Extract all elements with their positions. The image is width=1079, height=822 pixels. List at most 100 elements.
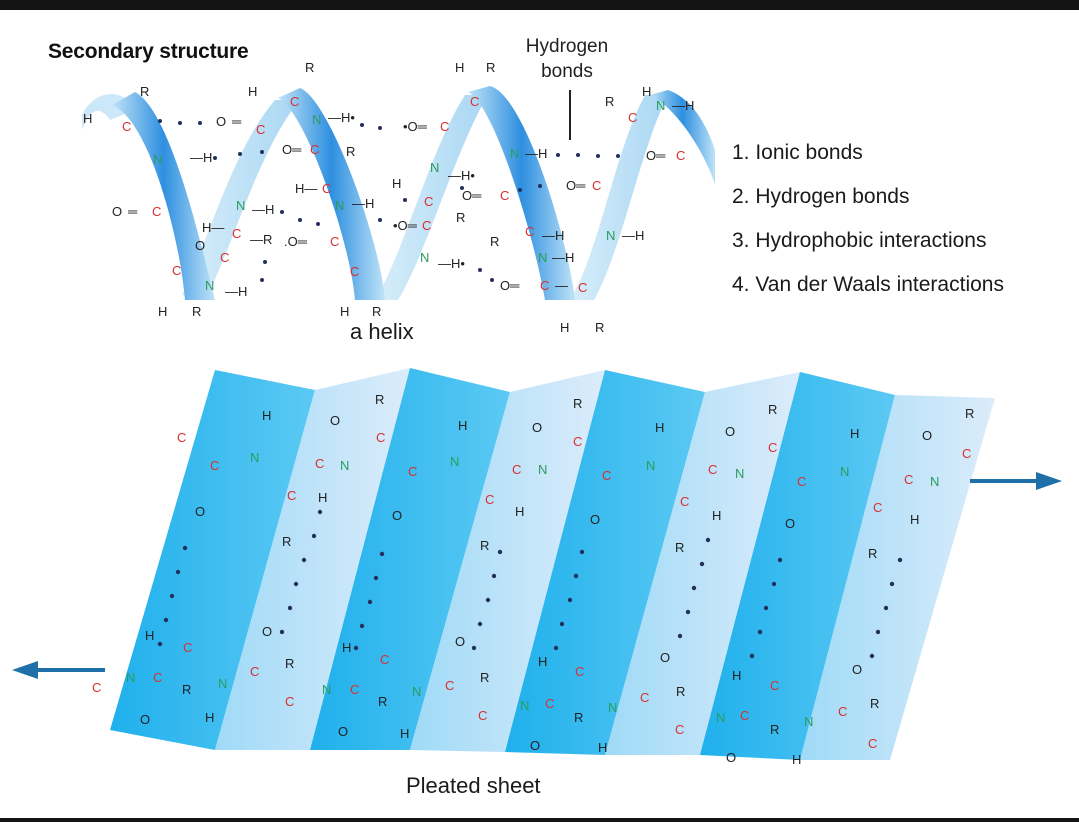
- svg-text:C: C: [122, 119, 131, 134]
- pleated-sheet-caption: Pleated sheet: [406, 773, 541, 798]
- svg-text:C: C: [868, 736, 877, 751]
- svg-text:—H: —H: [672, 98, 694, 113]
- svg-text:N: N: [646, 458, 655, 473]
- svg-text:H: H: [342, 640, 351, 655]
- svg-text:N: N: [126, 670, 135, 685]
- svg-text:R: R: [282, 534, 291, 549]
- sheet-hydrogen-bond-dots: [157, 509, 903, 659]
- svg-text:═: ═: [231, 114, 242, 129]
- legend-item: 2. Hydrogen bonds: [732, 185, 910, 208]
- svg-text:N: N: [656, 98, 665, 113]
- svg-text:H: H: [712, 508, 721, 523]
- svg-text:C: C: [708, 462, 717, 477]
- svg-text:N: N: [153, 152, 162, 167]
- legend-item: 4. Van der Waals interactions: [732, 273, 1004, 296]
- svg-text:H: H: [850, 426, 859, 441]
- svg-text:O: O: [195, 238, 205, 253]
- svg-text:H: H: [515, 504, 524, 519]
- svg-text:—H: —H: [622, 228, 644, 243]
- page-title: Secondary structure: [48, 40, 249, 63]
- svg-text:R: R: [868, 546, 877, 561]
- svg-text:R: R: [375, 392, 384, 407]
- hydrogen-bonds-label-line2: bonds: [541, 61, 593, 82]
- svg-text:N: N: [930, 474, 939, 489]
- svg-text:═: ═: [127, 204, 138, 219]
- svg-text:H: H: [792, 752, 801, 767]
- svg-text:C: C: [380, 652, 389, 667]
- svg-text:C: C: [408, 464, 417, 479]
- svg-text:C: C: [470, 94, 479, 109]
- svg-text:H—: H—: [295, 181, 317, 196]
- svg-text:C: C: [440, 119, 449, 134]
- svg-text:H: H: [392, 176, 401, 191]
- svg-text:C: C: [768, 440, 777, 455]
- svg-text:N: N: [312, 112, 321, 127]
- svg-text:N: N: [804, 714, 813, 729]
- svg-text:C: C: [350, 682, 359, 697]
- svg-text:C: C: [172, 263, 181, 278]
- svg-text:—H: —H: [190, 150, 212, 165]
- direction-arrow-icon: [970, 472, 1062, 490]
- svg-text:C: C: [290, 94, 299, 109]
- svg-text:C: C: [525, 224, 534, 239]
- svg-text:C: C: [285, 694, 294, 709]
- svg-text:C: C: [640, 690, 649, 705]
- svg-text:C: C: [573, 434, 582, 449]
- svg-text:R: R: [870, 696, 879, 711]
- svg-text:R: R: [573, 396, 582, 411]
- svg-text:C: C: [376, 430, 385, 445]
- svg-text:O: O: [195, 504, 205, 519]
- svg-text:R: R: [486, 60, 495, 75]
- svg-text:R: R: [965, 406, 974, 421]
- svg-text:C: C: [838, 704, 847, 719]
- svg-text:C: C: [675, 722, 684, 737]
- svg-text:C: C: [424, 194, 433, 209]
- svg-text:C: C: [92, 680, 101, 695]
- svg-text:H: H: [158, 304, 167, 319]
- svg-text:C: C: [545, 696, 554, 711]
- svg-text:N: N: [450, 454, 459, 469]
- svg-text:H: H: [732, 668, 741, 683]
- svg-text:H: H: [910, 512, 919, 527]
- svg-text:—H•: —H•: [438, 256, 465, 271]
- svg-text:O: O: [262, 624, 272, 639]
- svg-text:R: R: [490, 234, 499, 249]
- svg-text:O: O: [455, 634, 465, 649]
- svg-text:C: C: [592, 178, 601, 193]
- svg-text:C: C: [350, 264, 359, 279]
- svg-text:H: H: [400, 726, 409, 741]
- svg-text:H: H: [248, 84, 257, 99]
- svg-text:N: N: [510, 146, 519, 161]
- direction-arrow-icon: [12, 661, 105, 679]
- svg-text:R: R: [770, 722, 779, 737]
- svg-text:C: C: [676, 148, 685, 163]
- svg-text:C: C: [575, 664, 584, 679]
- svg-text:R: R: [182, 682, 191, 697]
- svg-text:C: C: [500, 188, 509, 203]
- svg-text:C: C: [287, 488, 296, 503]
- legend-item: 3. Hydrophobic interactions: [732, 229, 987, 252]
- svg-text:C: C: [770, 678, 779, 693]
- svg-text:C: C: [478, 708, 487, 723]
- svg-text:R: R: [574, 710, 583, 725]
- svg-text:O: O: [725, 424, 735, 439]
- svg-text:H: H: [598, 740, 607, 755]
- svg-text:R: R: [605, 94, 614, 109]
- svg-text:C: C: [680, 494, 689, 509]
- svg-text:C: C: [628, 110, 637, 125]
- svg-text:N: N: [412, 684, 421, 699]
- svg-text:R: R: [675, 540, 684, 555]
- svg-text:O: O: [532, 420, 542, 435]
- svg-text:—H: —H: [252, 202, 274, 217]
- svg-text:N: N: [606, 228, 615, 243]
- svg-text:R: R: [305, 60, 314, 75]
- svg-text:—H•: —H•: [328, 110, 355, 125]
- svg-text:R: R: [140, 84, 149, 99]
- svg-text:N: N: [538, 250, 547, 265]
- svg-text:N: N: [218, 676, 227, 691]
- hydrogen-bonds-label: Hydrogen bonds: [502, 34, 632, 84]
- svg-text:C: C: [512, 462, 521, 477]
